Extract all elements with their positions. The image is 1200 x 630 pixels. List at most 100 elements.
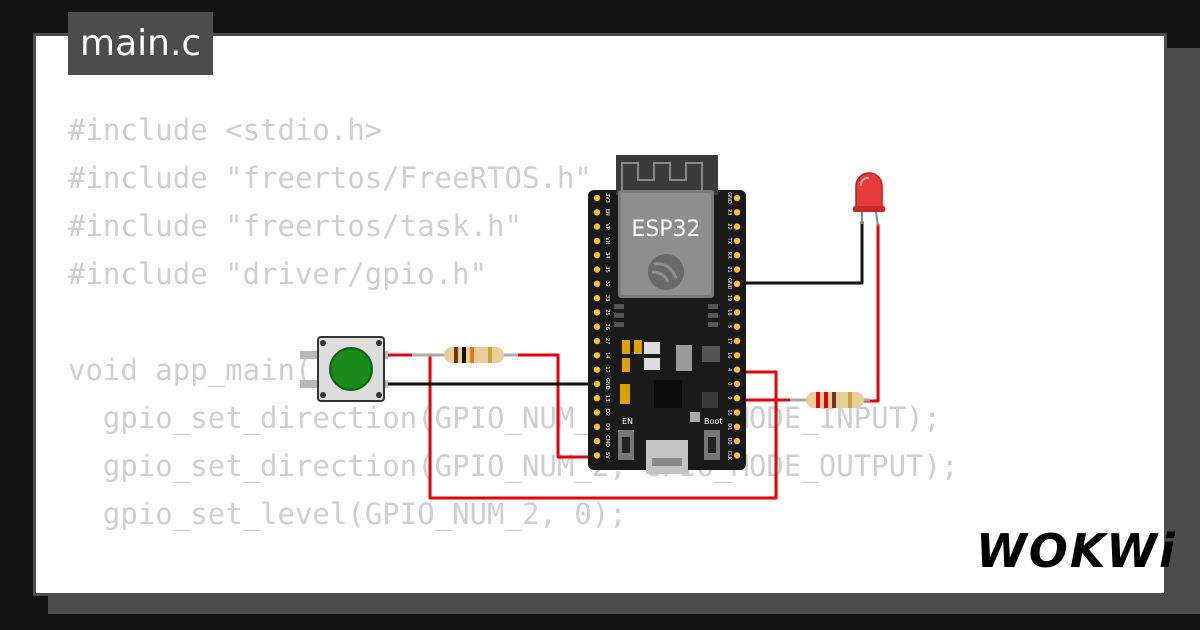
espressif-logo-icon (648, 254, 684, 290)
header-pin-label: 0 (726, 382, 732, 385)
header-pin-label: 34 (604, 252, 610, 258)
en-label: EN (622, 417, 633, 426)
header-pin-label: 5V (604, 452, 610, 459)
esp32-board[interactable]: ESP32 EN Boot (588, 155, 746, 474)
header-pin[interactable] (593, 309, 601, 316)
header-pin-label: 16 (726, 352, 732, 358)
header-pin[interactable] (593, 337, 601, 345)
header-pin[interactable] (733, 223, 741, 230)
header-pin[interactable] (733, 423, 741, 430)
header-pin[interactable] (733, 366, 741, 373)
header-pin-label: VP (604, 223, 610, 229)
header-pin[interactable] (733, 395, 741, 402)
header-pin[interactable] (733, 280, 741, 287)
header-pin-label: 21 (726, 266, 732, 272)
header-pin[interactable] (733, 209, 741, 216)
header-pin[interactable] (733, 380, 741, 388)
boot-button-cap (708, 437, 716, 453)
header-pin-label: 33 (604, 295, 610, 301)
code-line: #include "driver/gpio.h" (68, 257, 488, 291)
file-tab-main-c[interactable]: main.c (68, 12, 214, 75)
header-pin[interactable] (593, 395, 601, 402)
red-led[interactable] (853, 172, 885, 227)
code-line: #include <stdio.h> (68, 113, 383, 147)
header-pin-label: CMD (604, 435, 610, 447)
header-pin-label: CLK (726, 451, 732, 461)
code-line: gpio_set_direction(GPIO_NUM_2, GPIO_MODE… (68, 449, 959, 483)
header-pin[interactable] (733, 352, 741, 359)
header-pin[interactable] (733, 323, 741, 330)
header-pin-label: RX (726, 252, 732, 259)
header-pin-label: 4 (726, 368, 732, 371)
header-pin-label: 32 (604, 281, 610, 287)
header-pin-label: TX (726, 237, 732, 245)
header-pin[interactable] (593, 352, 601, 359)
header-pin[interactable] (593, 237, 601, 245)
header-pin[interactable] (733, 252, 741, 259)
code-line: #include "freertos/FreeRTOS.h" (68, 161, 592, 195)
header-pin-label: 23 (726, 209, 732, 215)
header-pin[interactable] (593, 409, 601, 416)
header-pin[interactable] (593, 223, 601, 230)
header-pin-label: 19 (726, 295, 732, 301)
header-pin-label: GND (726, 192, 732, 204)
header-pin-label: 35 (604, 266, 610, 272)
code-line: #include "freertos/task.h" (68, 209, 522, 243)
header-pin[interactable] (733, 409, 741, 416)
header-pin[interactable] (733, 309, 741, 316)
header-pin[interactable] (593, 380, 601, 388)
header-pin[interactable] (593, 209, 601, 216)
header-pin-label: D1 (726, 423, 732, 430)
usb-port-opening (652, 458, 682, 466)
boot-label: Boot (704, 417, 722, 426)
header-pin[interactable] (593, 266, 601, 273)
header-pin-label: 5 (726, 325, 732, 328)
wokwi-logo: WOKWi (976, 524, 1177, 578)
header-pin[interactable] (733, 337, 741, 345)
header-pin[interactable] (733, 266, 741, 273)
en-button-cap (622, 437, 630, 453)
header-pin[interactable] (593, 194, 601, 202)
header-pin[interactable] (733, 237, 741, 245)
header-pin-label: GND (726, 278, 732, 290)
header-pin-label: D2 (604, 409, 610, 416)
header-pin[interactable] (593, 437, 601, 445)
header-pin[interactable] (733, 437, 741, 445)
red-wire-resistor-to-led (860, 223, 880, 403)
header-pin[interactable] (593, 252, 601, 259)
resistor-2 (790, 392, 870, 408)
board-name-label: ESP32 (631, 217, 700, 242)
smd-components (620, 340, 720, 422)
header-pin[interactable] (733, 452, 741, 459)
header-pin-label: D0 (726, 438, 732, 445)
header-pin[interactable] (593, 366, 601, 373)
resistor-1 (412, 347, 518, 363)
button-cap[interactable] (329, 347, 373, 391)
header-pin[interactable] (593, 294, 601, 302)
header-pin-label: D3 (604, 423, 610, 430)
module-pads (614, 304, 718, 327)
header-pin[interactable] (733, 294, 741, 302)
header-pin-label: 2 (726, 397, 732, 400)
header-pin-label: 22 (726, 223, 732, 229)
header-pin-label: 25 (604, 309, 610, 315)
code-preview: #include <stdio.h> #include "freertos/Fre… (68, 106, 959, 593)
header-pin[interactable] (593, 323, 601, 330)
header-pin-label: VN (604, 237, 610, 244)
header-pin-label: EN (604, 209, 610, 216)
header-pin-label: 27 (604, 338, 610, 344)
left-pin-header: 3V3ENVPVN343532332526271412GND13D2D3CMD5… (593, 193, 610, 459)
code-line: gpio_set_level(GPIO_NUM_2, 0); (68, 497, 627, 531)
header-pin[interactable] (593, 280, 601, 287)
header-pin[interactable] (593, 423, 601, 430)
header-pin-label: GND (604, 378, 610, 390)
header-pin-label: 17 (726, 338, 732, 344)
header-pin-label: 26 (604, 324, 610, 330)
header-pin[interactable] (733, 194, 741, 202)
header-pin-label: 3V3 (604, 193, 610, 203)
red-wire-resistor-to-3v3 (502, 353, 600, 459)
header-pin[interactable] (593, 452, 601, 459)
pushbutton[interactable] (300, 336, 388, 402)
